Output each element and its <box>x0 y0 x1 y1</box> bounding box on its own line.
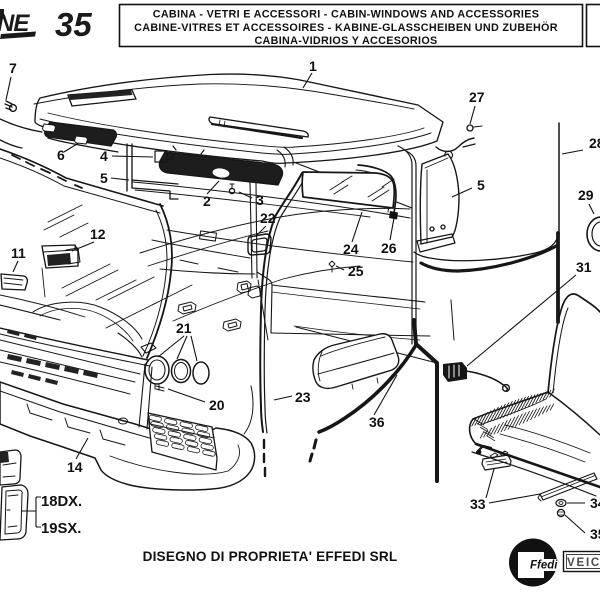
svg-text:12: 12 <box>90 226 106 242</box>
svg-text:20: 20 <box>209 397 225 413</box>
svg-text:CABINA - VETRI E ACCESSORI - C: CABINA - VETRI E ACCESSORI - CABIN-WINDO… <box>153 9 540 21</box>
svg-text:23: 23 <box>295 389 311 405</box>
svg-text:7: 7 <box>9 60 17 76</box>
svg-text:11: 11 <box>11 245 26 261</box>
svg-text:5: 5 <box>477 177 485 193</box>
svg-text:CABINA-VIDRIOS Y ACCESORIOS: CABINA-VIDRIOS Y ACCESORIOS <box>254 35 437 47</box>
svg-text:4: 4 <box>100 148 108 164</box>
svg-text:Ffedi: Ffedi <box>530 560 558 572</box>
svg-text:25: 25 <box>348 263 364 279</box>
svg-text:33: 33 <box>470 496 486 512</box>
svg-text:35: 35 <box>590 526 600 542</box>
svg-text:35: 35 <box>55 6 92 43</box>
svg-text:27: 27 <box>469 89 485 105</box>
svg-text:34: 34 <box>590 495 600 511</box>
svg-text:29: 29 <box>578 187 594 203</box>
svg-text:CABINE-VITRES ET ACCESSOIRES -: CABINE-VITRES ET ACCESSOIRES - KABINE-GL… <box>134 21 558 34</box>
svg-text:1: 1 <box>309 58 317 74</box>
svg-text:5: 5 <box>100 170 108 186</box>
svg-text:2: 2 <box>203 193 211 209</box>
svg-text:19SX.: 19SX. <box>41 521 81 537</box>
svg-text:18DX.: 18DX. <box>41 494 82 510</box>
svg-text:VEICOLI: VEICOLI <box>567 557 600 569</box>
svg-text:14: 14 <box>67 459 83 475</box>
svg-text:26: 26 <box>381 240 397 256</box>
svg-text:21: 21 <box>176 320 192 336</box>
svg-text:3: 3 <box>256 192 264 208</box>
svg-text:6: 6 <box>57 147 65 163</box>
svg-text:28: 28 <box>589 135 600 151</box>
svg-text:36: 36 <box>369 414 385 430</box>
svg-text:24: 24 <box>343 241 359 257</box>
svg-text:22: 22 <box>260 210 276 226</box>
svg-text:DISEGNO DI PROPRIETA' EFFEDI S: DISEGNO DI PROPRIETA' EFFEDI SRL <box>143 549 398 564</box>
svg-text:31: 31 <box>576 259 592 275</box>
